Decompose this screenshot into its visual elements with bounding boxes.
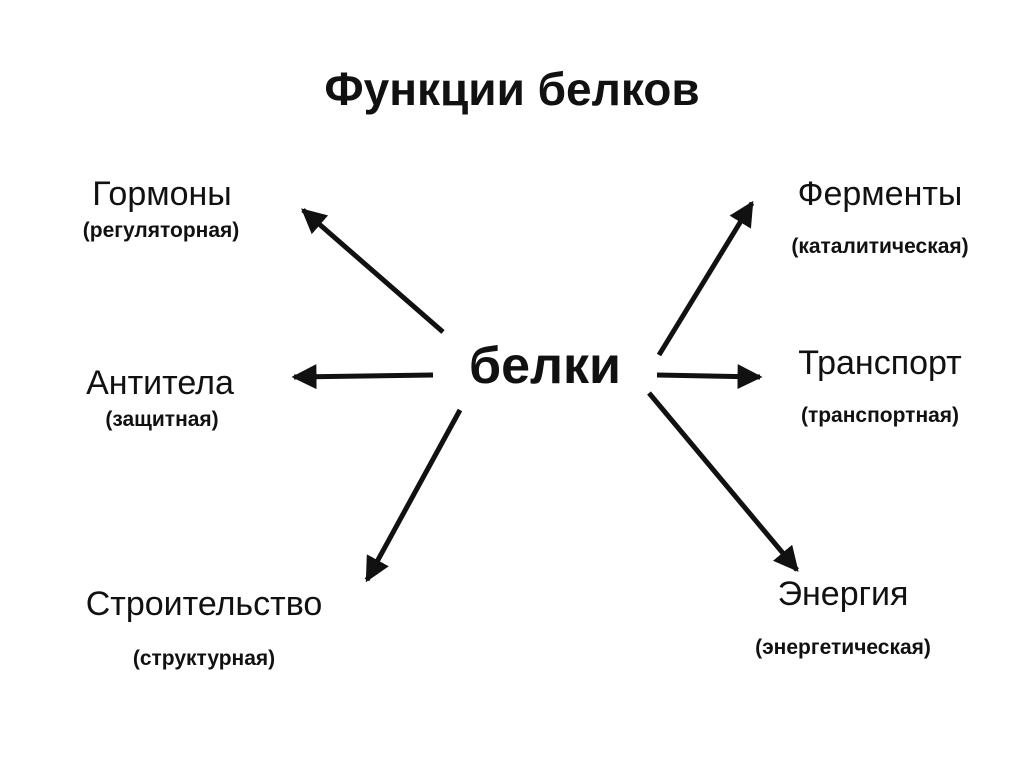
arrow-to-building [364,408,463,583]
node-transport-role: (транспортная) [800,404,960,427]
diagram-title: Функции белков [324,63,700,115]
arrow-to-hormones [301,208,445,334]
node-antibodies-role: (защитная) [105,408,219,431]
node-energy-name: Энергия [777,575,909,613]
node-enzymes-role: (каталитическая) [791,235,969,258]
node-hormones-name: Гормоны [92,175,232,213]
node-transport-name: Транспорт [798,344,962,382]
arrow-to-transport [656,364,763,390]
arrow-to-enzymes [656,200,755,357]
node-building-name: Строительство [85,585,323,623]
arrow-to-antibodies [291,364,434,390]
node-hormones-role: (регуляторная) [82,219,240,242]
node-building-role: (структурная) [132,647,276,670]
center-node-label: белки [468,337,622,395]
arrow-to-energy [647,391,799,572]
node-energy-role: (энергетическая) [755,636,931,659]
node-enzymes-name: Ферменты [797,175,963,213]
node-antibodies-name: Антитела [86,364,234,402]
